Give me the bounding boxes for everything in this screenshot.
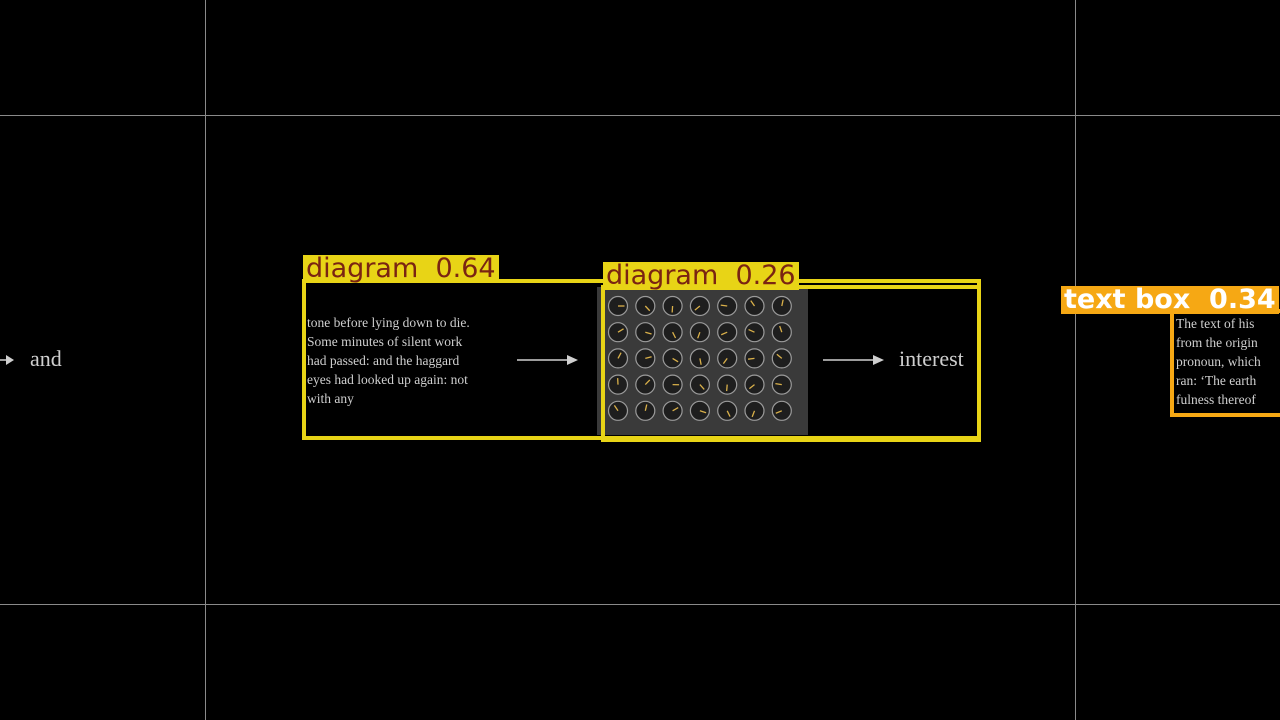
arrow-right-icon <box>517 355 578 365</box>
gauge-dial-icon <box>607 348 629 369</box>
detection-label-text-box: text box 0.34 <box>1061 286 1279 314</box>
detection-class: diagram <box>306 253 419 284</box>
text-line: fulness thereof <box>1176 392 1256 407</box>
detection-class: text box <box>1064 284 1191 315</box>
detection-score: 0.34 <box>1209 284 1276 315</box>
grid-line-vertical-right <box>1075 0 1076 720</box>
text-line: eyes had looked up again: not <box>307 372 468 387</box>
gauge-dial-icon <box>662 374 683 395</box>
gauge-dial-icon <box>717 374 738 395</box>
text-line: tone before lying down to die. <box>307 315 470 330</box>
gauge-dial-icon <box>662 322 683 343</box>
detection-score: 0.64 <box>435 253 496 284</box>
gauge-dial-icon <box>744 322 765 343</box>
gauge-dial-icon <box>607 374 629 395</box>
gauge-dial-icon <box>771 295 792 317</box>
detection-box-diagram-2 <box>601 285 981 442</box>
gauge-dial-icon <box>607 400 629 421</box>
gauge-dial-icon <box>771 322 792 343</box>
gauge-dial-icon <box>635 400 656 421</box>
text-line: pronoun, which <box>1176 354 1261 369</box>
word-and: and <box>30 346 62 371</box>
gauge-dial-icon <box>607 295 629 317</box>
dial-grid-panel <box>597 287 808 435</box>
grid-line-horizontal-bottom <box>0 604 1280 605</box>
text-line: from the origin <box>1176 335 1258 350</box>
gauge-dial-icon <box>662 295 683 317</box>
gauge-dial-icon <box>744 400 765 421</box>
detection-class: diagram <box>606 260 719 291</box>
gauge-dial-icon <box>689 400 711 421</box>
gauge-dial-icon <box>662 400 683 421</box>
arrow-right-icon <box>823 355 884 365</box>
gauge-dial-icon <box>717 322 738 343</box>
detection-label-diagram-1: diagram 0.64 <box>303 255 499 283</box>
text-snippet-right: The text of his from the origin pronoun,… <box>1176 314 1280 409</box>
grid-line-vertical-left <box>205 0 206 720</box>
detection-label-diagram-2: diagram 0.26 <box>603 262 799 290</box>
dial-grid <box>607 295 792 421</box>
gauge-dial-icon <box>635 322 656 343</box>
text-line: with any <box>307 391 354 406</box>
gauge-dial-icon <box>662 348 683 369</box>
text-line: Some minutes of silent work <box>307 334 463 349</box>
arrow-right-icon <box>0 355 14 365</box>
text-line: ran: ‘The earth <box>1176 373 1257 388</box>
text-line: The text of his <box>1176 316 1255 331</box>
gauge-dial-icon <box>689 322 711 343</box>
gauge-dial-icon <box>689 374 711 395</box>
detection-box-text-box <box>1170 309 1280 417</box>
gauge-dial-icon <box>771 374 792 395</box>
gauge-dial-icon <box>771 348 792 369</box>
word-interest: interest <box>899 346 964 371</box>
text-snippet-left: tone before lying down to die. Some minu… <box>307 313 517 408</box>
gauge-dial-icon <box>635 295 656 317</box>
gauge-dial-icon <box>744 374 765 395</box>
gauge-dial-icon <box>635 348 656 369</box>
gauge-dial-icon <box>717 295 738 317</box>
gauge-dial-icon <box>689 295 711 317</box>
gauge-dial-icon <box>771 400 792 421</box>
gauge-dial-icon <box>607 322 629 343</box>
gauge-dial-icon <box>744 295 765 317</box>
text-line: had passed: and the haggard <box>307 353 460 368</box>
grid-line-horizontal-top <box>0 115 1280 116</box>
gauge-dial-icon <box>717 400 738 421</box>
gauge-dial-icon <box>689 348 711 369</box>
gauge-dial-icon <box>635 374 656 395</box>
detection-score: 0.26 <box>735 260 796 291</box>
gauge-dial-icon <box>717 348 738 369</box>
gauge-dial-icon <box>744 348 765 369</box>
